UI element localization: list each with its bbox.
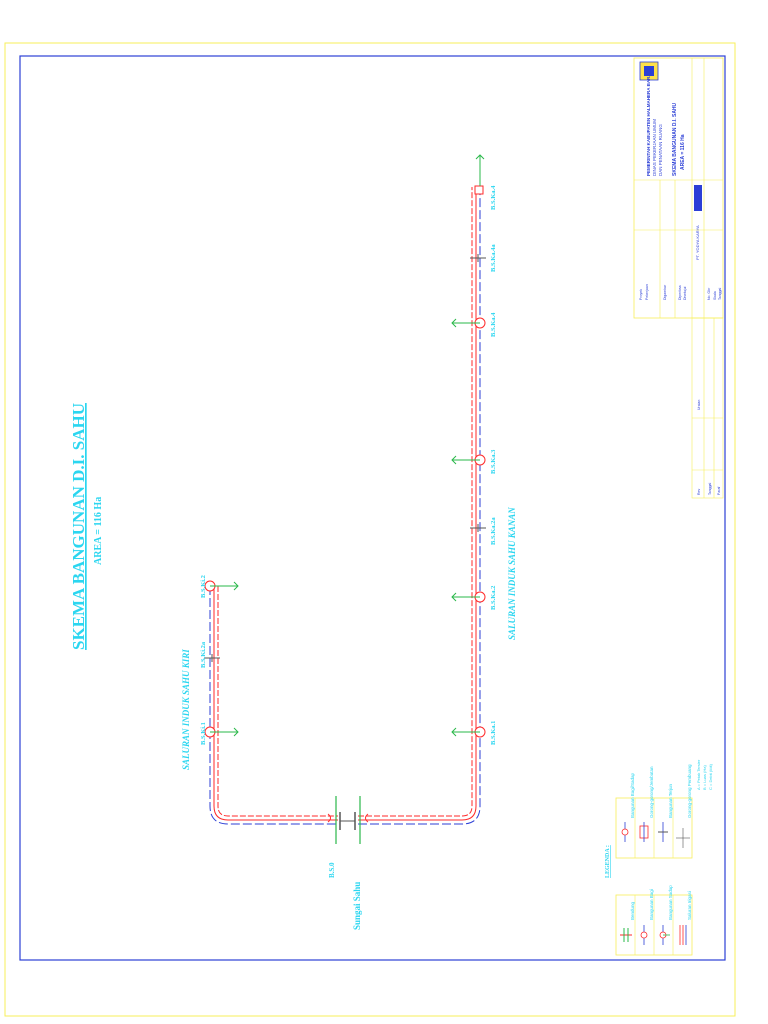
canal-right-label: SALURAN INDUK SAHU KANAN bbox=[507, 507, 517, 640]
legend-item-gorong: Gorong-gorong/Jembatan bbox=[649, 766, 654, 818]
weir-label: B.S.0 bbox=[328, 862, 336, 878]
legend-symbol-saluran bbox=[679, 925, 687, 945]
legend-item-sadap: Bangunan Sadap bbox=[668, 885, 673, 920]
legend-note-a: A = Petak Tersier bbox=[696, 759, 701, 790]
legend-symbol-bagi-sadap bbox=[621, 822, 629, 842]
sheet-outer-frame bbox=[4, 42, 736, 1017]
legend-note-b: B = Luas (Ha) bbox=[702, 765, 707, 790]
legend-symbol-bagi bbox=[640, 925, 648, 945]
rev-header-tanggal: Tanggal bbox=[708, 483, 712, 495]
label-ki-1: B.S.Ki.1 bbox=[200, 722, 207, 745]
structure-ka-end bbox=[474, 154, 485, 195]
legend-item-bendung: Bendung bbox=[630, 901, 635, 920]
agency-line-1: PEMERINTAH KABUPATEN HALMAHERA BARAT bbox=[646, 71, 651, 176]
structure-ka-1 bbox=[451, 726, 486, 738]
legend-symbol-sadap bbox=[659, 925, 670, 945]
structure-ka-2 bbox=[451, 591, 486, 603]
rev-header-paraf: Paraf bbox=[717, 487, 721, 495]
consultant-logo bbox=[694, 185, 702, 211]
label-ka-end: B.S.Ka.4 bbox=[490, 185, 497, 210]
legend-symbol-bendung bbox=[620, 928, 632, 942]
drawing-title: SKEMA BANGUNAN D.I. SAHU bbox=[69, 403, 88, 650]
canal-network bbox=[209, 187, 481, 844]
tb-drawing-title: SKEMA BANGUNAN D.I. SAHU bbox=[672, 102, 678, 176]
rev-header-uraian: Uraian bbox=[697, 400, 701, 410]
label-ka-2: B.S.Ka.2 bbox=[490, 586, 497, 610]
tb-label-skala: Skala bbox=[713, 291, 717, 300]
legend-note-c: C = Debit (l/dt) bbox=[708, 763, 713, 790]
drawing-border bbox=[19, 55, 726, 961]
structure-ka-2a bbox=[470, 524, 486, 532]
legend-title: LEGENDA : bbox=[605, 845, 611, 878]
structure-ki-1 bbox=[204, 726, 239, 738]
rev-header-rev: Rev bbox=[697, 489, 701, 495]
label-ki-2a: B.S.Ki.2a bbox=[200, 641, 207, 668]
structure-ka-4 bbox=[451, 317, 486, 329]
legend-symbol-petak bbox=[676, 828, 690, 848]
legend-item-bagi-sadap: Bangunan Bagi/Sadap bbox=[630, 772, 635, 818]
structure-ka-3 bbox=[451, 454, 486, 466]
structure-ki-2a bbox=[204, 654, 220, 662]
tb-label-disetujui: Disetujui bbox=[683, 286, 687, 300]
tb-consultant: PT. YODYA KARYA bbox=[695, 225, 700, 260]
canal-left-label: SALURAN INDUK SAHU KIRI bbox=[181, 649, 191, 770]
label-ka-3: B.S.Ka.3 bbox=[490, 449, 497, 474]
label-ka-4a: B.S.Ka.4a bbox=[490, 244, 497, 272]
label-ki-2: B.S.Ki.2 bbox=[200, 575, 207, 598]
agency-line-3: DAN PENATAAN RUANG bbox=[658, 124, 663, 176]
tb-label-proyek: Proyek bbox=[639, 289, 643, 300]
river-label: Sungai Sahu bbox=[352, 882, 362, 930]
legend-item-terjun: Bangunan Terjun bbox=[668, 784, 673, 818]
drawing-area: AREA = 116 Ha bbox=[93, 497, 104, 565]
tb-drawing-area: AREA = 116 Ha bbox=[680, 134, 686, 170]
legend-item-pembuang: Gorong-gorong Pembuang bbox=[687, 764, 692, 818]
tb-label-pekerjaan: Pekerjaan bbox=[645, 284, 649, 300]
label-ka-2a: B.S.Ka.2a bbox=[490, 517, 497, 545]
tb-label-digambar: Digambar bbox=[663, 284, 667, 300]
structure-ka-4a bbox=[470, 254, 486, 262]
tb-label-no-gbr: No. Gbr bbox=[707, 287, 711, 300]
label-ka-4: B.S.Ka.4 bbox=[490, 312, 497, 337]
structure-ki-2 bbox=[204, 580, 239, 592]
agency-line-2: DINAS PEKERJAAN UMUM bbox=[652, 119, 657, 176]
legend-symbol-terjun bbox=[658, 822, 668, 842]
label-ka-1: B.S.Ka.1 bbox=[490, 721, 497, 745]
legend-item-saluran: Saluran Irigasi bbox=[687, 891, 692, 920]
tb-label-diperiksa: Diperiksa bbox=[678, 285, 682, 300]
legend-symbol-gorong bbox=[639, 822, 649, 842]
title-block: PEMERINTAH KABUPATEN HALMAHERA BARAT DIN… bbox=[633, 57, 724, 499]
tb-label-tanggal: Tanggal bbox=[718, 288, 722, 300]
legend: LEGENDA : bbox=[605, 759, 713, 956]
legend-item-bagi: Bangunan Bagi bbox=[649, 889, 654, 920]
